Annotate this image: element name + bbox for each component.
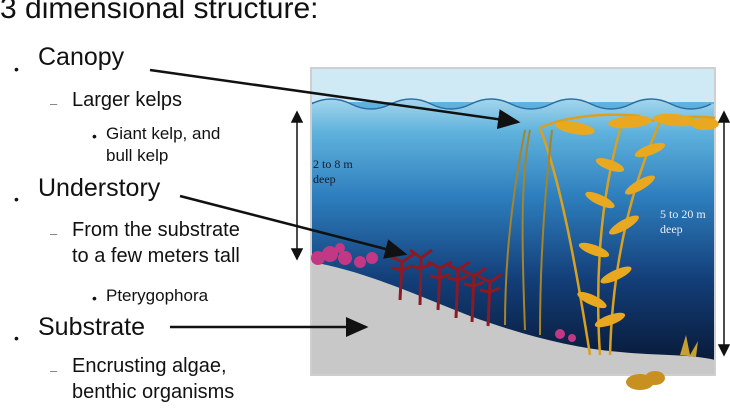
bull-kelp [504, 129, 553, 336]
depth-label-shallow-1: 2 to 8 m [313, 157, 353, 171]
canopy-detail-1: Giant kelp, and [106, 124, 221, 143]
slide-title: 3 dimensional structure: [0, 0, 319, 25]
depth-arrow-deep [717, 110, 730, 357]
wave-line [310, 98, 712, 110]
diagram-box [310, 67, 716, 376]
canopy-label: Canopy [38, 43, 125, 71]
sky-band [311, 68, 715, 102]
understory-detail: Pterygophora [106, 286, 209, 305]
bullet-canopy: • [14, 61, 19, 77]
canopy-detail-2: bull kelp [106, 146, 169, 165]
understory-sub-2: to a few meters tall [72, 245, 240, 267]
depth-label-deep-2: deep [660, 222, 683, 236]
understory-sub-1: From the substrate [72, 219, 240, 241]
dash-understory: – [50, 226, 58, 241]
dash-substrate: – [50, 363, 58, 378]
understory-label: Understory [38, 174, 161, 202]
understory-plants [389, 248, 503, 327]
kelp-blades [555, 113, 719, 328]
seafloor [311, 262, 715, 375]
depth-label-deep-1: 5 to 20 m [660, 207, 706, 221]
understory-pointer [179, 194, 408, 259]
holdfast [626, 335, 698, 390]
substrate-sub-2: benthic organisms [72, 381, 235, 403]
bullet-understory: • [14, 191, 19, 207]
bullet-canopy-sub: • [92, 128, 97, 144]
depth-arrow-shallow [290, 110, 304, 261]
bullet-substrate: • [14, 330, 19, 346]
bullet-understory-sub: • [92, 290, 97, 306]
dash-canopy: – [50, 96, 58, 111]
canopy-pointer [149, 68, 521, 130]
diagram-border [310, 67, 716, 376]
encrusting-algae [311, 243, 576, 342]
canopy-sub: Larger kelps [72, 89, 183, 111]
substrate-label: Substrate [38, 313, 146, 341]
depth-label-shallow-2: deep [313, 172, 336, 186]
substrate-sub-1: Encrusting algae, [72, 355, 227, 377]
